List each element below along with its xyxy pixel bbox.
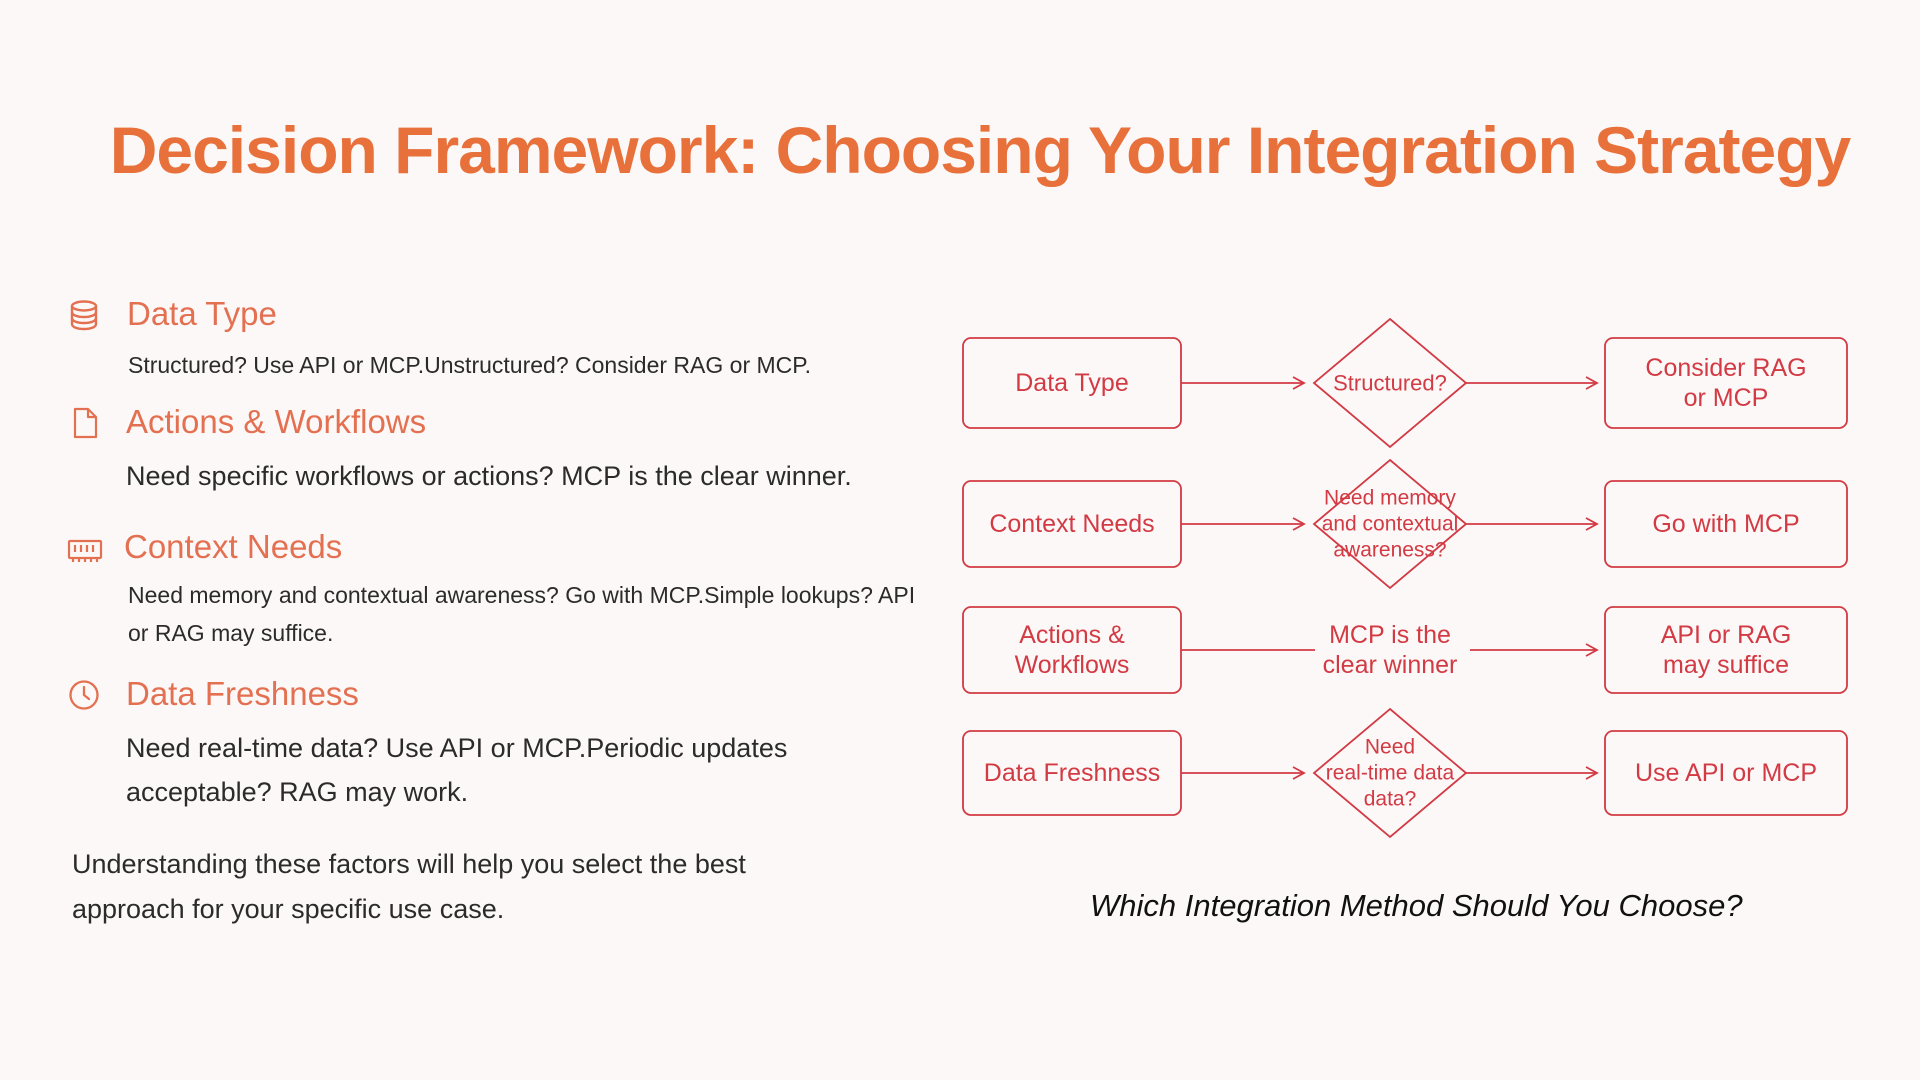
flow-outcome-label: API or RAG — [1661, 621, 1792, 649]
flow-outcome-label: or MCP — [1684, 384, 1769, 412]
flow-outcome-label: Go with MCP — [1652, 510, 1799, 538]
summary-text: Understanding these factors will help yo… — [72, 849, 746, 924]
flow-input-box — [962, 337, 1182, 429]
flow-outcome-label: may suffice — [1663, 651, 1789, 679]
flowchart-caption: Which Integration Method Should You Choo… — [1090, 888, 1743, 923]
flow-input-label: Data Type — [1015, 369, 1129, 397]
flow-decision-label: real-time data — [1326, 762, 1455, 785]
factor-heading-context-needs: Context Needs — [124, 528, 343, 565]
factor-description-context-needs: Need memory and contextual awareness? Go… — [128, 582, 916, 646]
flow-decision-diamond — [1312, 458, 1468, 590]
flow-decision-label: and contextual — [1322, 513, 1459, 536]
factor-description-data-type: Structured? Use API or MCP.Unstructured?… — [128, 352, 812, 378]
flow-decision-diamond — [1312, 707, 1468, 839]
factor-description-data-freshness: Need real-time data? Use API or MCP.Peri… — [126, 733, 788, 807]
factor-heading-data-freshness: Data Freshness — [126, 675, 359, 712]
flow-outcome-label: Use API or MCP — [1635, 759, 1817, 787]
flow-decision-label: clear winner — [1323, 651, 1458, 679]
database-icon — [70, 300, 98, 331]
flow-input-label: Actions & — [1019, 621, 1125, 649]
flow-decision-label: Need — [1365, 736, 1415, 759]
flow-outcome-box — [1604, 337, 1848, 429]
clock-icon — [69, 680, 99, 710]
flow-input-box — [962, 480, 1182, 568]
flow-decision-label: awareness? — [1333, 539, 1446, 562]
factor-heading-data-type: Data Type — [127, 295, 277, 332]
page-title: Decision Framework: Choosing Your Integr… — [109, 113, 1852, 187]
flow-outcome-box — [1604, 730, 1848, 816]
flow-input-box — [962, 606, 1182, 694]
flow-input-label: Workflows — [1015, 651, 1130, 679]
flow-input-label: Data Freshness — [984, 759, 1160, 787]
flow-decision-diamond — [1312, 317, 1468, 449]
memory-chip-icon — [67, 539, 103, 562]
flow-decision-label: Need memory — [1324, 487, 1456, 510]
flow-decision-label: Structured? — [1333, 371, 1447, 396]
flow-input-label: Context Needs — [989, 510, 1154, 538]
factor-heading-actions-workflows: Actions & Workflows — [126, 403, 427, 440]
document-icon — [73, 407, 98, 439]
factor-description-actions-workflows: Need specific workflows or actions? MCP … — [126, 461, 852, 491]
flow-outcome-label: Consider RAG — [1645, 354, 1806, 382]
flow-outcome-box — [1604, 480, 1848, 568]
flow-outcome-box — [1604, 606, 1848, 694]
flow-decision-label: data? — [1364, 788, 1417, 811]
flow-decision-label: MCP is the — [1329, 621, 1451, 649]
flow-input-box — [962, 730, 1182, 816]
